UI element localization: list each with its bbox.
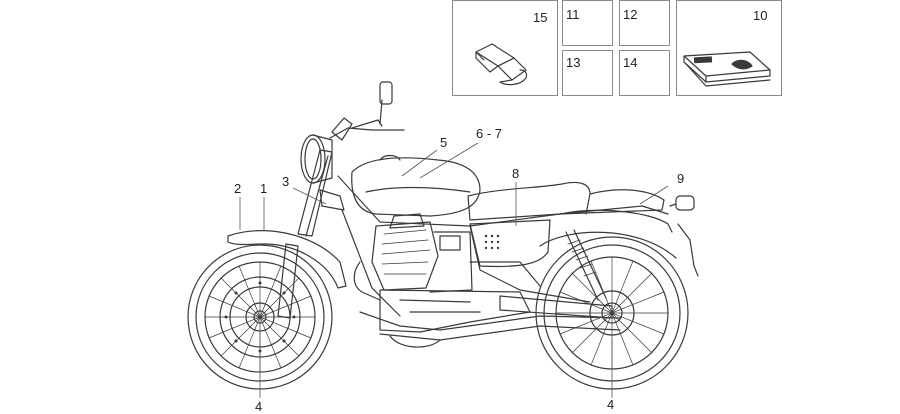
exhaust-pipe (359, 311, 621, 331)
part-box-13[interactable] (562, 50, 613, 96)
callout-4-front-wheel: 4 (255, 399, 263, 414)
swingarm (499, 295, 613, 319)
callout-2: 2 (234, 181, 242, 196)
callout-14: 14 (623, 55, 638, 70)
part-box-12[interactable] (619, 0, 670, 46)
callout-11: 11 (566, 7, 580, 22)
fuel-tank (351, 157, 481, 217)
owners-manual-icon (683, 51, 771, 87)
callout-3: 3 (282, 174, 290, 189)
rear-mudguard (559, 209, 673, 233)
callout-15: 15 (533, 10, 548, 25)
callout-6-7: 6 - 7 (476, 126, 503, 141)
mirror (379, 81, 393, 105)
front-mudguard (227, 230, 347, 289)
callout-4-rear-wheel: 4 (607, 397, 615, 412)
callout-5: 5 (440, 135, 448, 150)
tail-light (675, 195, 695, 211)
engine (353, 213, 541, 333)
part-box-14[interactable] (619, 50, 670, 96)
handlebar (329, 127, 405, 139)
rear-shock (565, 231, 599, 301)
decal-pouch-icon (475, 43, 528, 86)
headlight (300, 134, 333, 184)
seat (467, 181, 665, 221)
side-panel (469, 219, 551, 268)
front-fork (277, 243, 299, 319)
part-box-15[interactable] (452, 0, 558, 96)
callout-10: 10 (753, 8, 768, 23)
callout-13: 13 (566, 55, 581, 70)
leader-lines (239, 142, 669, 398)
callout-12: 12 (623, 7, 638, 22)
callout-9: 9 (677, 171, 685, 186)
part-box-11[interactable] (562, 0, 613, 46)
frame (337, 175, 669, 227)
callout-8: 8 (512, 166, 520, 181)
callout-1: 1 (260, 181, 268, 196)
